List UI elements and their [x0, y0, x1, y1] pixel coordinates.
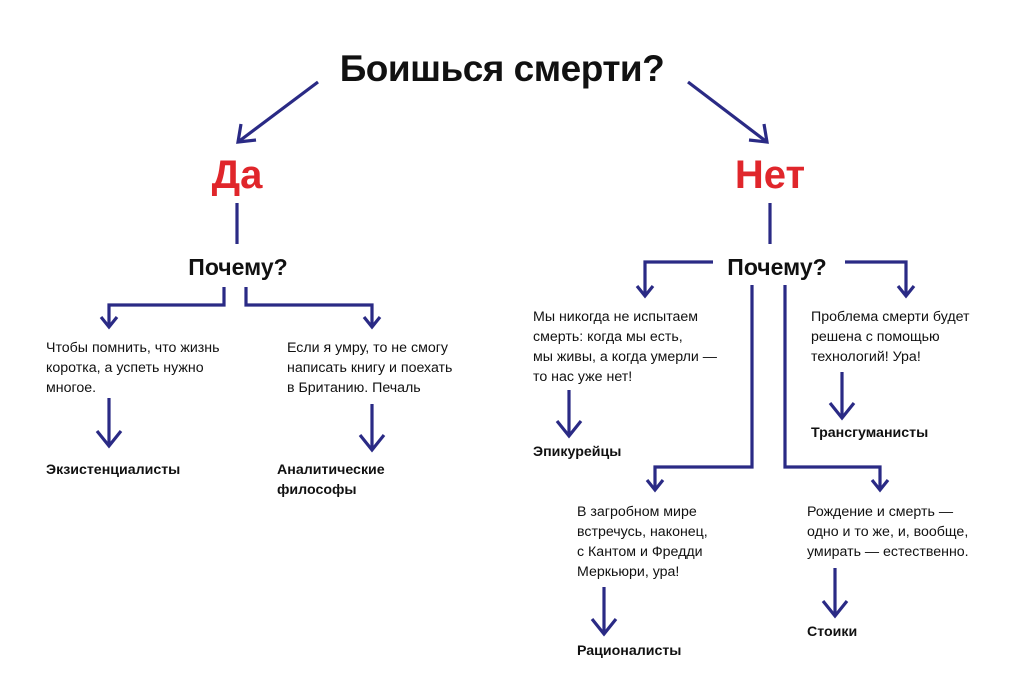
- reason-no-stoic: Рождение и смерть — одно и то же, и, воо…: [807, 502, 969, 562]
- reason-line: Меркьюри, ура!: [577, 564, 680, 580]
- connector-no-branch-transhuman: [845, 260, 908, 294]
- reason-line: мы живы, а когда умерли —: [533, 349, 717, 365]
- arrowhead-analytics: [358, 434, 386, 453]
- school-transhumanists: Трансгуманисты: [811, 423, 928, 443]
- arrowhead-transhumanists: [828, 402, 856, 421]
- school-analytic-philosophers: Аналитические философы: [277, 460, 385, 500]
- reason-line: встречусь, наконец,: [577, 524, 708, 540]
- reason-line: одно и то же, и, вообще,: [807, 524, 969, 540]
- reason-line: многое.: [46, 380, 97, 396]
- school-line: Рационалисты: [577, 643, 682, 659]
- arrowhead-stoics: [821, 600, 849, 619]
- connector-title-to-no: [687, 80, 768, 144]
- reason-line: В загробном мире: [577, 504, 697, 520]
- reason-line: Мы никогда не испытаем: [533, 309, 699, 325]
- arrowhead-no: [748, 123, 769, 144]
- reason-line: решена с помощью: [811, 329, 940, 345]
- school-line: Стоики: [807, 624, 858, 640]
- connector-no-branch-stoics: [783, 285, 882, 488]
- reason-line: написать книгу и поехать: [287, 360, 453, 376]
- arrowhead-no-branch-transhuman: [896, 285, 916, 299]
- reason-yes-2: Если я умру, то не смогу написать книгу …: [287, 338, 452, 398]
- school-line: Экзистенциалисты: [46, 462, 181, 478]
- connector-no-branch-rationalists: [653, 285, 754, 488]
- diagram-title: Боишься смерти?: [339, 48, 665, 89]
- reason-line: в Британию. Печаль: [287, 380, 421, 396]
- school-line: Эпикурейцы: [533, 444, 622, 460]
- reason-line: смерть: когда мы есть,: [533, 329, 683, 345]
- school-rationalists: Рационалисты: [577, 641, 681, 661]
- school-line: философы: [277, 482, 357, 498]
- arrowhead-rationalists: [590, 618, 618, 637]
- reason-line: с Кантом и Фредди: [577, 544, 703, 560]
- arrowhead-yes: [236, 123, 257, 144]
- reason-line: Чтобы помнить, что жизнь: [46, 340, 220, 356]
- school-line: Аналитические: [277, 462, 385, 478]
- connector-yes-branch-2: [244, 287, 374, 325]
- arrowhead-yes-branch-1: [99, 316, 119, 330]
- reason-line: Если я умру, то не смогу: [287, 340, 448, 356]
- connector-title-to-yes: [237, 80, 319, 144]
- arrowhead-no-branch-stoics: [870, 479, 890, 493]
- reason-no-rationalist: В загробном мире встречусь, наконец, с К…: [577, 502, 708, 582]
- why-yes: Почему?: [188, 254, 288, 280]
- arrowhead-no-branch-epicurean: [635, 285, 655, 299]
- school-stoics: Стоики: [807, 622, 857, 642]
- connector-no-branch-epicurean: [643, 260, 713, 294]
- arrowhead-epicureans: [555, 420, 583, 439]
- answer-yes: Да: [211, 153, 263, 197]
- reason-yes-1: Чтобы помнить, что жизнь коротка, а успе…: [46, 338, 220, 398]
- arrowhead-no-branch-rationalists: [645, 479, 665, 493]
- reason-line: коротка, а успеть нужно: [46, 360, 204, 376]
- reason-line: умирать — естественно.: [807, 544, 969, 560]
- school-line: Трансгуманисты: [811, 425, 929, 441]
- why-no: Почему?: [727, 254, 827, 280]
- school-existentialists: Экзистенциалисты: [46, 460, 180, 480]
- reason-no-transhumanist: Проблема смерти будет решена с помощью т…: [811, 307, 970, 367]
- reason-line: то нас уже нет!: [533, 369, 633, 385]
- arrowhead-existentialists: [95, 430, 123, 449]
- reason-line: Рождение и смерть —: [807, 504, 954, 520]
- school-epicureans: Эпикурейцы: [533, 442, 621, 462]
- reason-line: технологий! Ура!: [811, 349, 921, 365]
- answer-no: Нет: [734, 153, 806, 197]
- reason-no-epicurean: Мы никогда не испытаем смерть: когда мы …: [533, 307, 717, 387]
- arrowhead-yes-branch-2: [362, 316, 382, 330]
- connector-yes-branch-1: [107, 287, 226, 325]
- reason-line: Проблема смерти будет: [811, 309, 970, 325]
